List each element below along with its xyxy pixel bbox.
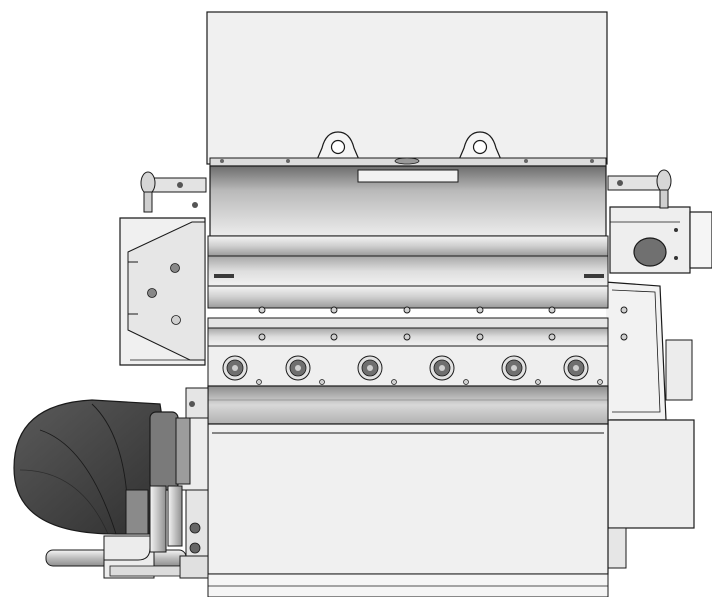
upper-cover — [206, 11, 608, 165]
cover-bolt — [620, 306, 628, 314]
right-lower-box — [605, 419, 695, 569]
block-bolt — [463, 379, 469, 385]
right-duct — [604, 281, 693, 421]
injector — [285, 355, 325, 385]
injector — [357, 355, 397, 385]
cover-bolt — [548, 333, 556, 341]
lifting-eye-right — [457, 131, 503, 163]
cover-bolt — [476, 306, 484, 314]
right-turbo-housing — [609, 206, 712, 274]
injector-row — [222, 355, 603, 385]
cover-bolt — [548, 306, 556, 314]
cover-bolt — [476, 333, 484, 341]
cover-bolt — [620, 333, 628, 341]
block-bolt — [319, 379, 325, 385]
coolant-pipes — [45, 485, 209, 579]
lower-rail — [207, 385, 609, 425]
left-bracket — [119, 217, 206, 366]
injector-band — [207, 345, 609, 387]
cover-bolt — [403, 306, 411, 314]
cover-bolt — [330, 306, 338, 314]
cover-bolt — [330, 333, 338, 341]
rocker-cover — [209, 165, 607, 237]
block-bolt — [535, 379, 541, 385]
injector — [563, 355, 603, 385]
block-bolt — [256, 379, 262, 385]
bolt-row-lower — [258, 333, 628, 341]
cover-bolt — [258, 333, 266, 341]
injector — [501, 355, 541, 385]
injector — [222, 355, 262, 385]
block-bolt — [597, 379, 603, 385]
lower-block — [207, 423, 609, 597]
band-1 — [207, 235, 609, 257]
right-top-bracket — [607, 169, 672, 209]
block-bolt — [391, 379, 397, 385]
band-4 — [207, 317, 609, 329]
band-2 — [207, 255, 609, 287]
lifting-eye-left — [315, 131, 361, 163]
bolt-row-upper — [258, 306, 628, 314]
band-3 — [207, 285, 609, 309]
left-top-bracket — [140, 171, 207, 213]
cover-bolt — [403, 333, 411, 341]
injector — [429, 355, 469, 385]
cover-bolt — [258, 306, 266, 314]
top-flange — [209, 157, 607, 167]
